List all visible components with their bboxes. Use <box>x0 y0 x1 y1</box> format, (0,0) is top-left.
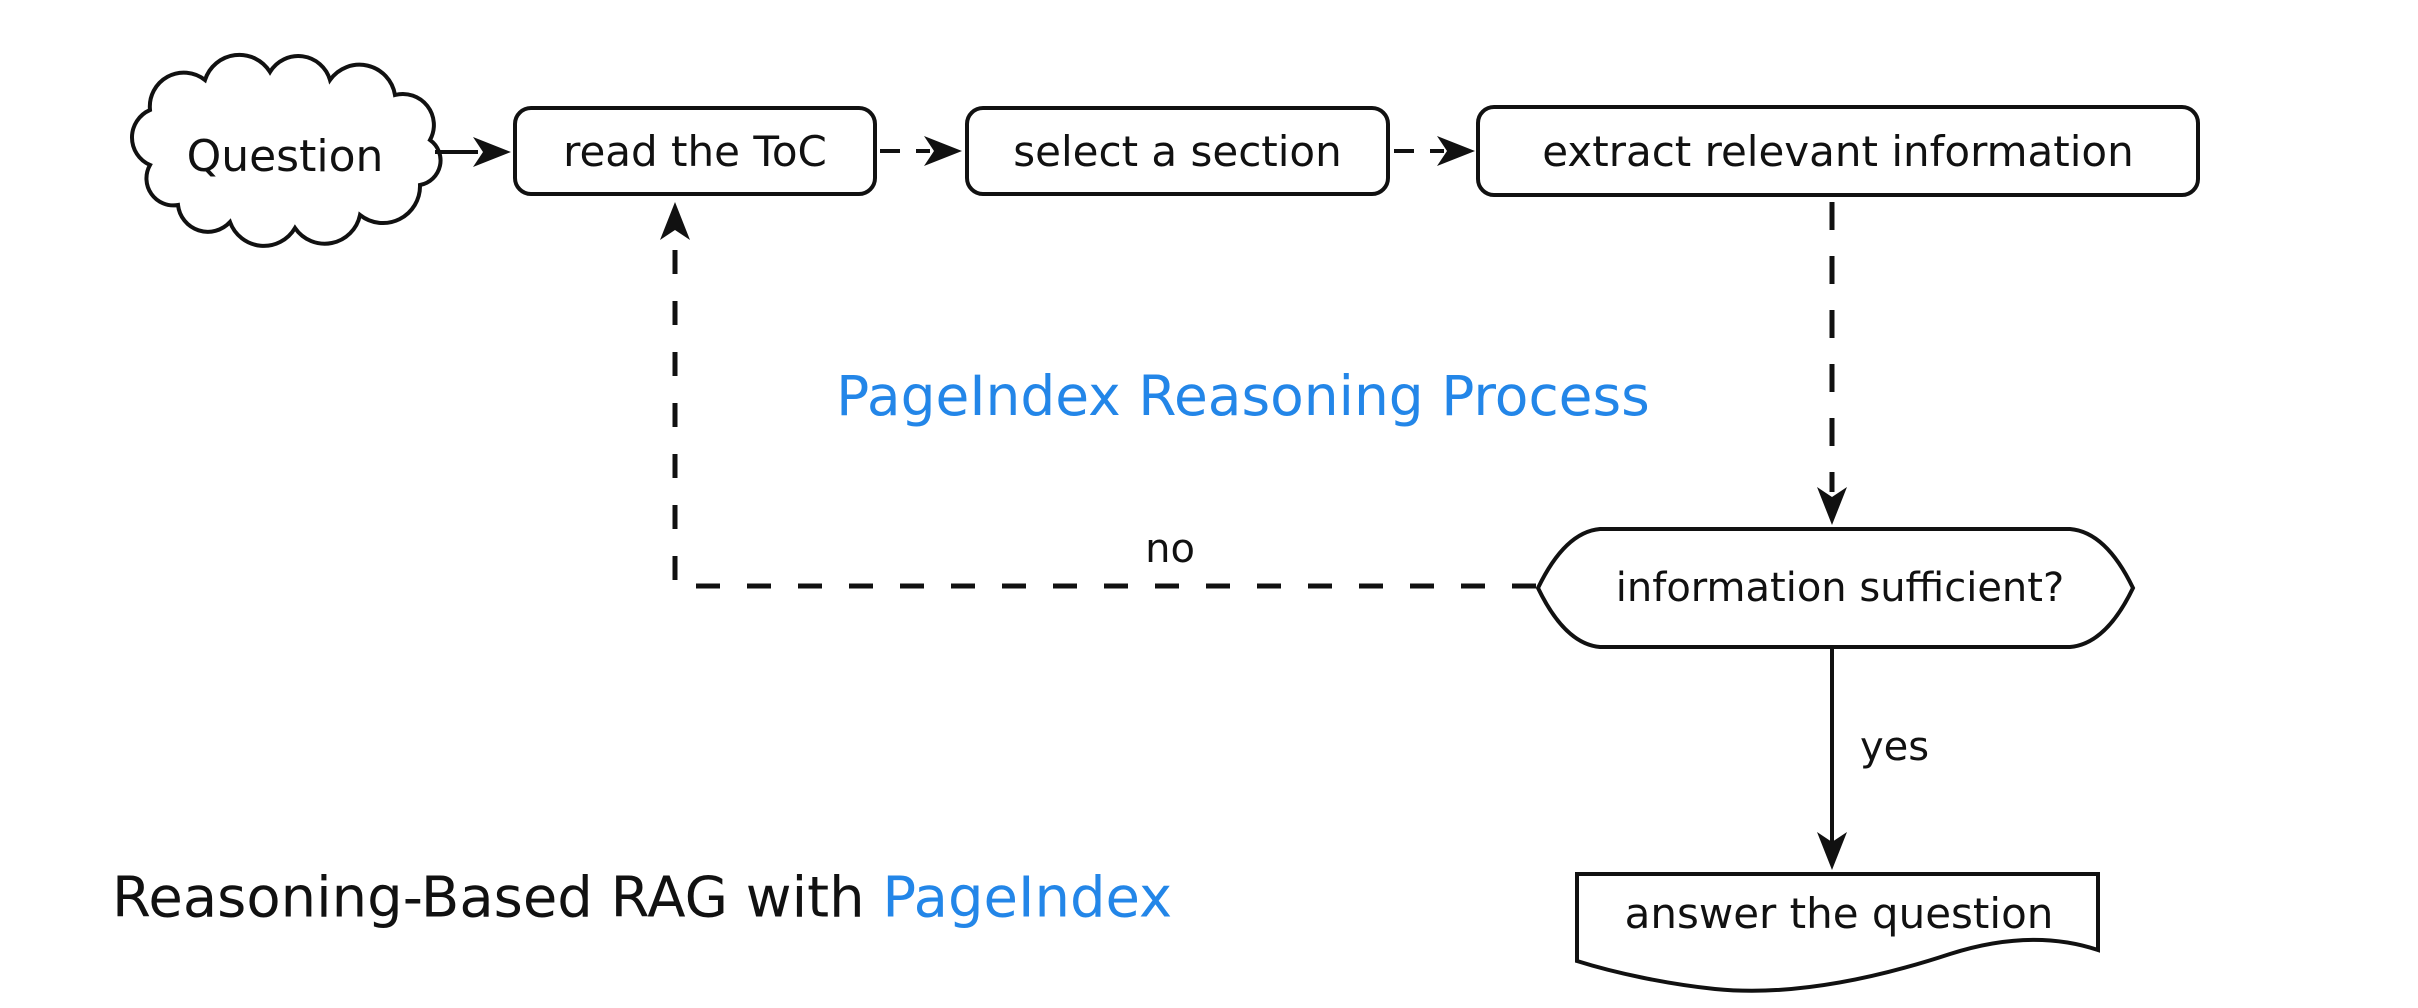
node-info-sufficient-label: information sufficient? <box>1615 565 2065 611</box>
node-question-label: Question <box>186 130 384 182</box>
node-extract-info-label: extract relevant information <box>1542 126 2134 176</box>
node-select-section: select a section <box>965 106 1390 196</box>
edge-label-yes: yes <box>1860 724 1930 770</box>
arrowhead-down-icon <box>1817 832 1847 870</box>
node-read-toc: read the ToC <box>513 106 877 196</box>
caption-prefix: Reasoning-Based RAG with <box>112 865 883 931</box>
diagram-caption: Reasoning-Based RAG with PageIndex <box>112 866 1172 931</box>
question-cloud-shape <box>129 52 443 248</box>
answer-document-shape <box>1575 872 2100 993</box>
node-extract-info: extract relevant information <box>1476 105 2200 197</box>
arrowhead-right-icon <box>924 136 962 166</box>
arrowhead-up-icon <box>660 202 690 240</box>
node-read-toc-label: read the ToC <box>563 126 827 176</box>
diagram-title: PageIndex Reasoning Process <box>836 364 1650 428</box>
arrowhead-down-icon <box>1817 487 1847 525</box>
arrowhead-right-icon <box>473 137 511 167</box>
edge-no-return-line <box>672 246 1536 589</box>
info-sufficient-hexagon-shape <box>1535 527 2136 649</box>
edge-label-no: no <box>1145 526 1195 572</box>
node-answer-label: answer the question <box>1624 888 2054 938</box>
caption-brand: PageIndex <box>882 865 1173 931</box>
node-select-section-label: select a section <box>1013 126 1342 176</box>
arrowhead-right-icon <box>1437 136 1475 166</box>
